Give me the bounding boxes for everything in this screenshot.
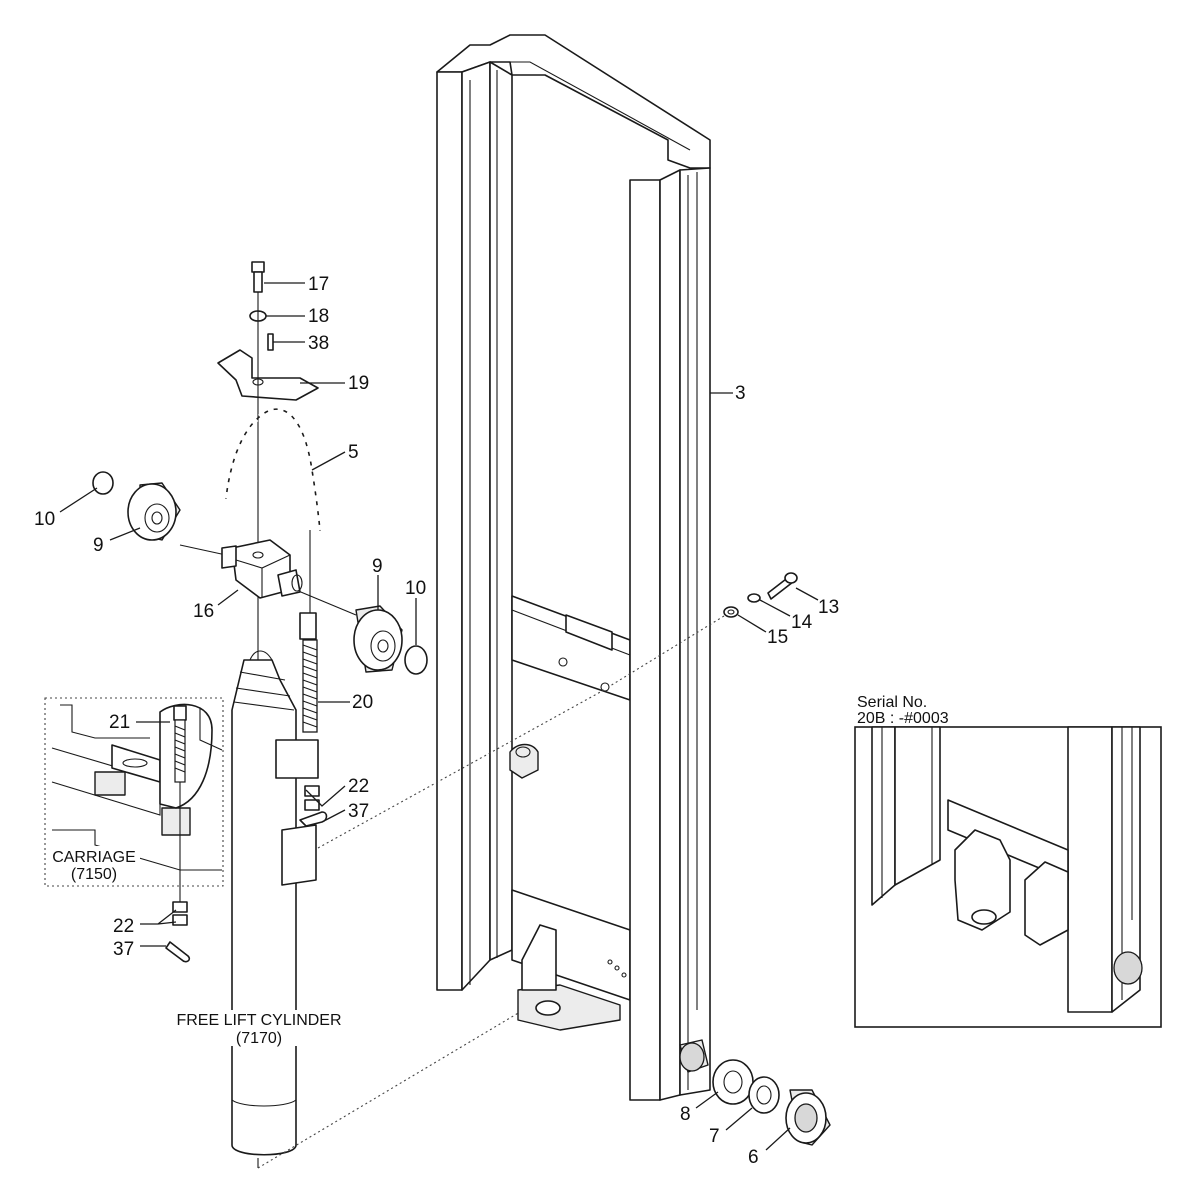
callout-8: 8 [680, 1104, 691, 1125]
carriage-detail-frame [44, 697, 224, 887]
callout-22-left: 22 [113, 916, 134, 937]
callout-13: 13 [818, 597, 839, 618]
callout-5: 5 [348, 442, 359, 463]
sheave-right [353, 605, 428, 675]
bolt-17 [251, 261, 265, 273]
washer-8 [712, 1059, 754, 1105]
callout-22-right: 22 [348, 776, 369, 797]
washer-15 [723, 606, 739, 618]
callout-20: 20 [352, 692, 373, 713]
snap-ring-10-right [404, 645, 428, 675]
shim-7 [748, 1076, 780, 1114]
sheave-left [92, 471, 181, 541]
washer-14 [747, 593, 761, 603]
callout-3: 3 [735, 383, 746, 404]
carriage-caption: CARRIAGE [52, 849, 136, 866]
carriage-code: (7150) [71, 866, 117, 883]
callout-19: 19 [348, 373, 369, 394]
callout-14: 14 [791, 612, 813, 633]
callout-9-right: 9 [372, 556, 383, 577]
callout-10-left: 10 [34, 509, 55, 530]
callout-37-right: 37 [348, 801, 369, 822]
leader-lines [59, 282, 819, 1151]
bracket-19 [217, 349, 319, 401]
chain-anchor-20 [299, 530, 318, 733]
cylinder-caption: FREE LIFT CYLINDER [176, 1012, 341, 1029]
callout-6: 6 [748, 1147, 759, 1168]
bolt-assembly [609, 572, 798, 687]
mast-frame [436, 34, 711, 1101]
callout-10-right: 10 [405, 578, 426, 599]
callout-38: 38 [308, 333, 329, 354]
callout-labels: 17 18 38 19 3 5 10 9 16 9 10 13 14 15 20… [34, 274, 839, 1168]
axle-block-16 [179, 539, 357, 616]
serial-heading: Serial No. [857, 694, 927, 711]
pin-38 [267, 333, 274, 351]
callout-17: 17 [308, 274, 329, 295]
callout-7: 7 [709, 1126, 720, 1147]
cotter-pin-37-left [165, 941, 191, 963]
cotter-pin-37-right [299, 811, 328, 827]
callout-37-left: 37 [113, 939, 134, 960]
callout-15: 15 [767, 627, 788, 648]
callout-21: 21 [109, 712, 130, 733]
serial-range: 20B : -#0003 [857, 710, 949, 727]
callout-18: 18 [308, 306, 329, 327]
carriage-detail [44, 697, 224, 902]
nut-pin-set-left [165, 901, 191, 963]
chain-5 [223, 406, 323, 531]
callout-9-left: 9 [93, 535, 104, 556]
reference-captions: CARRIAGE (7150) FREE LIFT CYLINDER (7170… [48, 694, 949, 1047]
snap-ring-10-left [92, 471, 114, 495]
callout-16: 16 [193, 601, 214, 622]
serial-inset [854, 726, 1162, 1028]
bearing-stack [712, 1059, 831, 1146]
cylinder-code: (7170) [236, 1030, 282, 1047]
